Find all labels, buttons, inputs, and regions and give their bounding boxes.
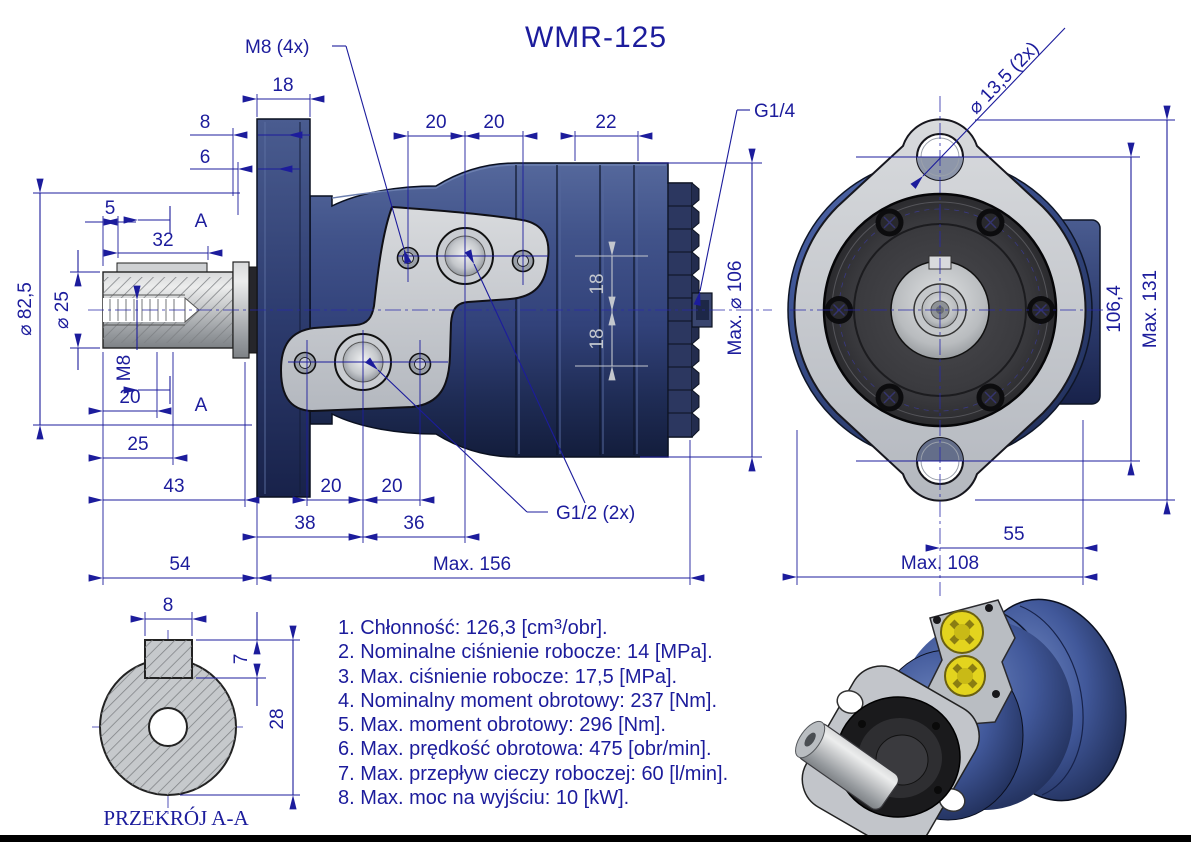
dim-106-4: 106,4	[1104, 285, 1125, 333]
side-view: 18 8 6 M8 (4x) 20 20 22 G1/4	[15, 37, 796, 585]
callout-g14: G1/4	[754, 101, 796, 122]
dim-20-bot-2: 20	[381, 476, 402, 497]
callout-dia-13-5: ⌀ 13,5 (2x)	[965, 38, 1044, 119]
dim-max-156: Max. 156	[433, 554, 511, 575]
section-marker-a-top: A	[123, 206, 208, 234]
spec-item: 4. Nominalny moment obrotowy: 237 [Nm].	[338, 689, 718, 712]
dim-5: 5	[105, 198, 116, 219]
dim-18-port-lower: 18	[587, 328, 608, 349]
face-bolts	[825, 208, 1055, 412]
mounting-flange-plate	[256, 118, 311, 498]
spec-item: 1. Chłonność: 126,3 [cm3/obr].	[338, 616, 608, 639]
dim-28: 28	[267, 708, 288, 729]
dim-22: 22	[595, 112, 616, 133]
dim-max-108: Max. 108	[901, 553, 979, 574]
dim-54: 54	[169, 554, 191, 575]
front-view: 106,4 Max. 131 ⌀ 13,5 (2x) 55 Max. 108	[782, 27, 1175, 596]
dim-20-bot-1: 20	[320, 476, 341, 497]
bottom-black-bar	[0, 835, 1191, 842]
dim-25: 25	[127, 434, 148, 455]
dim-32: 32	[152, 230, 173, 251]
dim-key-8: 8	[163, 595, 174, 616]
spec-item: 6. Max. prędkość obrotowa: 475 [obr/min]…	[338, 738, 712, 761]
dim-max-dia-106: Max. ⌀ 106	[725, 261, 746, 356]
dim-18-flange: 18	[272, 75, 293, 96]
spec-list: 1. Chłonność: 126,3 [cm3/obr]. 2. Nomina…	[338, 616, 778, 810]
render-plug-2	[944, 655, 986, 697]
dim-key-7: 7	[231, 654, 252, 665]
dim-20-thread: 20	[119, 387, 140, 408]
dim-36: 36	[403, 513, 424, 534]
spec-item: 5. Max. moment obrotowy: 296 [Nm].	[338, 714, 666, 737]
spec-item: 8. Max. moc na wyjściu: 10 [kW].	[338, 787, 630, 810]
callout-g12: G1/2 (2x)	[556, 503, 635, 524]
spec-item: 2. Nominalne ciśnienie robocze: 14 [MPa]…	[338, 641, 713, 664]
svg-text:A: A	[195, 395, 208, 416]
dim-55: 55	[1003, 524, 1024, 545]
dim-m8-thread: M8	[114, 355, 135, 381]
dim-dia-82-5: ⌀ 82,5	[15, 282, 36, 336]
section-marker-a-bottom: A	[123, 376, 208, 416]
dim-18-port-upper: 18	[587, 273, 608, 294]
spec-item: 3. Max. ciśnienie robocze: 17,5 [MPa].	[338, 665, 678, 688]
dim-20-top-2: 20	[483, 112, 504, 133]
page-title: WMR-125	[524, 21, 667, 54]
dim-6: 6	[200, 147, 211, 168]
render-3d	[795, 598, 1127, 842]
section-view: 8 7 28	[92, 595, 300, 814]
callout-m8-4x: M8 (4x)	[245, 37, 309, 58]
dim-20-top-1: 20	[425, 112, 446, 133]
svg-text:A: A	[195, 211, 208, 232]
dim-38: 38	[294, 513, 315, 534]
render-plug-1	[940, 610, 984, 654]
dim-dia-25: ⌀ 25	[52, 291, 73, 329]
spec-item: 7. Max. przepływ cieczy roboczej: 60 [l/…	[338, 762, 729, 785]
dim-max-131: Max. 131	[1140, 270, 1161, 348]
render-shaft	[795, 720, 900, 810]
dim-43: 43	[163, 476, 184, 497]
dim-8: 8	[200, 112, 211, 133]
section-view-title: PRZEKRÓJ A-A	[103, 806, 249, 830]
